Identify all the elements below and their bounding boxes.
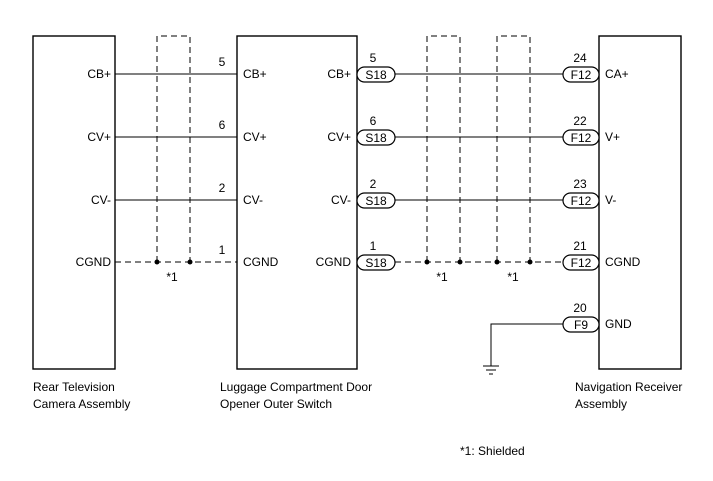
f-pin-number: 22 xyxy=(573,114,587,128)
s18-connector-label: S18 xyxy=(365,68,387,82)
switch-output-label: CB+ xyxy=(327,67,351,81)
f-pin-number: 23 xyxy=(573,177,587,191)
shield-right xyxy=(496,35,531,262)
ground-wire xyxy=(490,323,563,366)
connector-s18 xyxy=(356,254,396,271)
shield-mark: *1 xyxy=(436,270,448,284)
switch-output-label: CV+ xyxy=(327,130,351,144)
switch-output-label: CGND xyxy=(316,255,352,269)
wire-pin-number: 6 xyxy=(219,118,226,132)
receiver-pin-label: V+ xyxy=(605,130,620,144)
camera-assembly-box xyxy=(32,35,116,370)
connector-f12 xyxy=(562,192,600,209)
ground-symbol-icon xyxy=(483,365,499,375)
f-pin-number: 21 xyxy=(573,239,587,253)
wire-pin-number: 2 xyxy=(219,181,226,195)
shield-junction xyxy=(457,259,463,265)
switch-input-label: CV+ xyxy=(243,130,267,144)
camera-pin-label: CGND xyxy=(76,255,112,269)
shield-left xyxy=(156,35,191,262)
switch-input-label: CGND xyxy=(243,255,279,269)
shield-mark: *1 xyxy=(166,270,178,284)
switch-input-label: CB+ xyxy=(243,67,267,81)
ground-pin-number: 20 xyxy=(573,301,587,315)
connector-f12 xyxy=(562,66,600,83)
connector-s18 xyxy=(356,192,396,209)
camera-label-line1: Rear Television xyxy=(33,380,115,394)
s18-pin-number: 1 xyxy=(370,239,377,253)
s18-connector-label: S18 xyxy=(365,256,387,270)
shield-junction xyxy=(424,259,430,265)
receiver-label-line2: Assembly xyxy=(575,397,627,411)
shield-mark: *1 xyxy=(507,270,519,284)
s18-pin-number: 5 xyxy=(370,51,377,65)
switch-box xyxy=(236,35,358,370)
s18-pin-number: 2 xyxy=(370,177,377,191)
camera-pin-label: CV+ xyxy=(87,130,111,144)
wire-pin-number: 5 xyxy=(219,55,226,69)
s18-connector-label: S18 xyxy=(365,131,387,145)
connector-f12 xyxy=(562,254,600,271)
receiver-pin-label: V- xyxy=(605,193,616,207)
shield-footnote: *1: Shielded xyxy=(460,444,525,458)
receiver-pin-label: CGND xyxy=(605,255,641,269)
f-connector-label: F12 xyxy=(571,194,592,208)
shield-junction xyxy=(494,259,500,265)
shield-mid xyxy=(426,35,461,262)
receiver-pin-label: CA+ xyxy=(605,67,629,81)
receiver-label-line1: Navigation Receiver xyxy=(575,380,682,394)
f-connector-label: F12 xyxy=(571,256,592,270)
connector-f9 xyxy=(562,316,600,333)
connector-f12 xyxy=(562,129,600,146)
f-pin-number: 24 xyxy=(573,51,587,65)
receiver-box xyxy=(598,35,682,370)
shield-junction xyxy=(154,259,160,265)
ground-connector-label: F9 xyxy=(574,318,588,332)
camera-pin-label: CV- xyxy=(91,193,111,207)
wire-pin-number: 1 xyxy=(219,243,226,257)
shield-junction xyxy=(187,259,193,265)
camera-pin-label: CB+ xyxy=(87,67,111,81)
switch-output-label: CV- xyxy=(331,193,351,207)
shield-junction xyxy=(527,259,533,265)
connector-s18 xyxy=(356,66,396,83)
switch-label-line2: Opener Outer Switch xyxy=(220,397,332,411)
camera-label-line2: Camera Assembly xyxy=(33,397,130,411)
ground-pin-label: GND xyxy=(605,317,632,331)
f-connector-label: F12 xyxy=(571,68,592,82)
f-connector-label: F12 xyxy=(571,131,592,145)
switch-input-label: CV- xyxy=(243,193,263,207)
s18-connector-label: S18 xyxy=(365,194,387,208)
connector-s18 xyxy=(356,129,396,146)
switch-label-line1: Luggage Compartment Door xyxy=(220,380,372,394)
s18-pin-number: 6 xyxy=(370,114,377,128)
